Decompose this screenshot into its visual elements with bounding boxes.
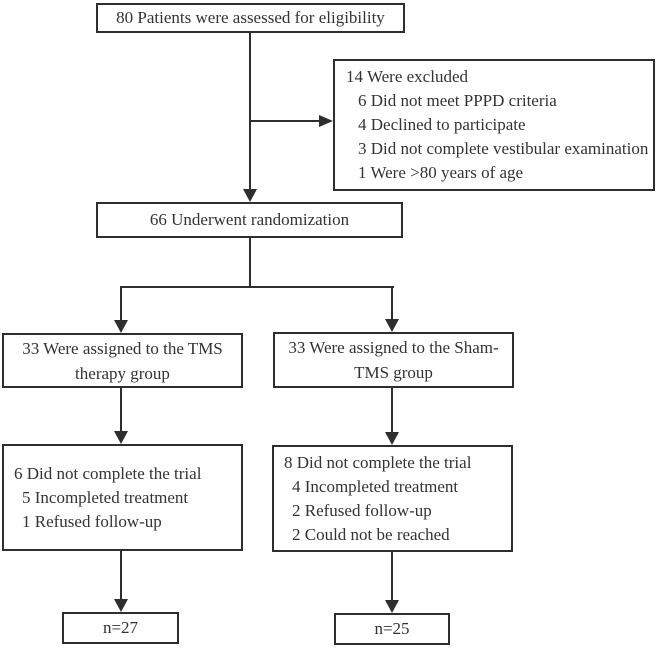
connector-split-bar (120, 286, 394, 288)
connector-eligibility-to-randomization (249, 33, 251, 190)
tms-completed-label: n=27 (102, 618, 139, 637)
excluded-reason: 3 Did not complete vestibular examinatio… (358, 139, 649, 158)
sham-group-line1: 33 Were assigned to the Sham- (288, 338, 499, 357)
tms-dropout-reasons-list: 5 Incompleted treatment 1 Refused follow… (4, 486, 241, 534)
tms-group-box: 33 Were assigned to the TMS therapy grou… (2, 333, 243, 388)
tms-dropout-reason: 5 Incompleted treatment (22, 487, 189, 507)
connector-split-to-tms-group (120, 286, 122, 321)
connector-randomization-to-split (249, 238, 251, 288)
arrowhead-sham-dropout (385, 432, 399, 445)
sham-dropout-reason: 2 Refused follow-up (292, 500, 432, 520)
tms-dropout-title: 6 Did not complete the trial (14, 463, 202, 483)
connector-sham-dropout-to-completed (391, 552, 393, 600)
excluded-box: 14 Were excluded 6 Did not meet PPPD cri… (333, 59, 655, 191)
connector-tms-dropout-to-completed (120, 551, 122, 600)
sham-completed-box: n=25 (334, 613, 450, 645)
sham-dropout-title: 8 Did not complete the trial (284, 452, 472, 472)
sham-group-box: 33 Were assigned to the Sham- TMS group (273, 332, 514, 388)
excluded-title: 14 Were excluded (346, 67, 468, 86)
sham-dropout-box: 8 Did not complete the trial 4 Incomplet… (272, 445, 513, 552)
connector-to-excluded (250, 120, 320, 122)
arrowhead-sham-group (385, 319, 399, 332)
sham-dropout-reason: 2 Could not be reached (292, 524, 450, 544)
connector-sham-group-to-dropout (391, 388, 393, 433)
sham-completed-label: n=25 (374, 619, 410, 638)
excluded-reasons-list: 6 Did not meet PPPD criteria 4 Declined … (335, 89, 653, 185)
tms-dropout-reason: 1 Refused follow-up (22, 511, 162, 531)
arrowhead-excluded (319, 115, 333, 127)
randomization-label: 66 Underwent randomization (149, 210, 350, 229)
sham-group-line2: TMS group (354, 363, 433, 382)
tms-group-line2: therapy group (75, 363, 170, 383)
arrowhead-tms-group (114, 320, 128, 333)
sham-dropout-reasons-list: 4 Incompleted treatment 2 Refused follow… (274, 475, 511, 547)
excluded-reason: 6 Did not meet PPPD criteria (358, 91, 557, 110)
randomization-box: 66 Underwent randomization (96, 202, 403, 238)
connector-tms-group-to-dropout (120, 388, 122, 432)
tms-dropout-box: 6 Did not complete the trial 5 Incomplet… (2, 444, 243, 551)
arrowhead-randomization (243, 189, 257, 202)
arrowhead-sham-completed (385, 600, 399, 613)
excluded-reason: 4 Declined to participate (358, 115, 526, 134)
arrowhead-tms-completed (114, 599, 128, 612)
excluded-reason: 1 Were >80 years of age (358, 163, 524, 182)
connector-split-to-sham-group (391, 286, 393, 320)
arrowhead-tms-dropout (114, 431, 128, 444)
eligibility-label: 80 Patients were assessed for eligibilit… (116, 8, 385, 27)
tms-group-line1: 33 Were assigned to the TMS (22, 338, 223, 358)
tms-completed-box: n=27 (62, 612, 179, 644)
eligibility-box: 80 Patients were assessed for eligibilit… (96, 3, 405, 33)
sham-dropout-reason: 4 Incompleted treatment (292, 476, 459, 496)
